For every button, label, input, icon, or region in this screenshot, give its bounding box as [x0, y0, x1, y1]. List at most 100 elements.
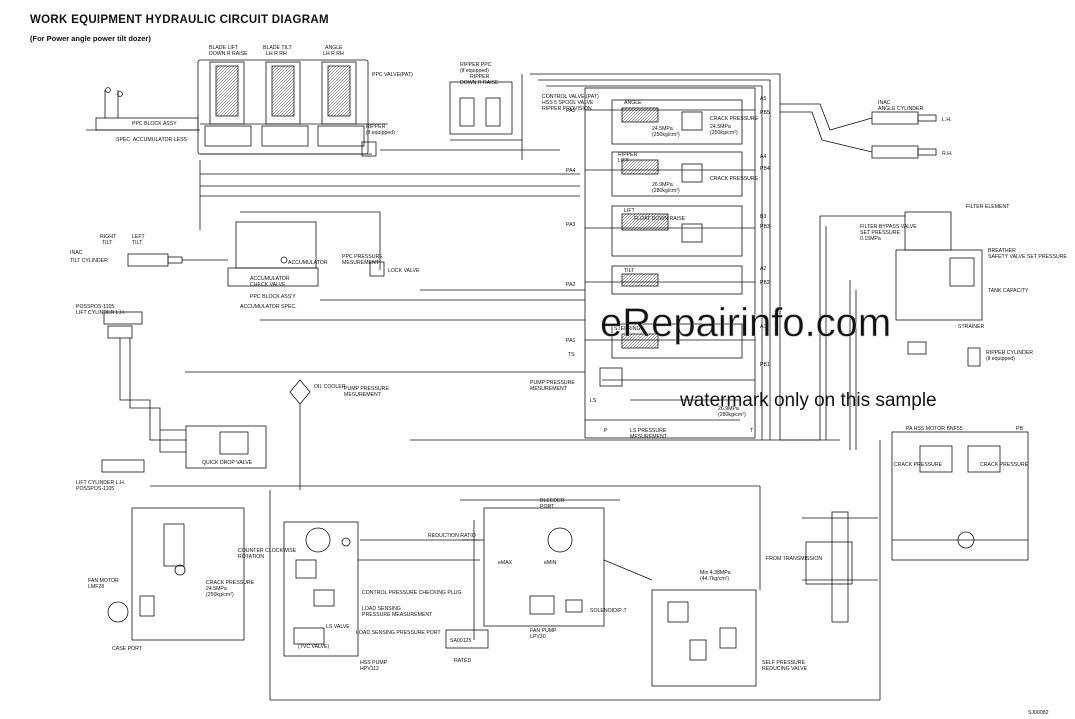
label-fan-motor-sub: LMF28: [88, 584, 104, 590]
label-a5: A5: [760, 96, 766, 102]
label-fan-crack-val-sub: (250kg/cm²): [206, 592, 234, 598]
label-emin: eMIN: [544, 560, 557, 566]
label-left-tilt-sub: TILT: [132, 240, 143, 246]
label-ppc-pressure-sub: MESUREMENT: [342, 260, 380, 266]
label-lh: L.H.: [942, 117, 952, 123]
label-from-transmission: FROM TRANSMISSION: [766, 556, 822, 562]
label-pa5: PA5: [566, 108, 576, 114]
quick-drop-valve: [160, 425, 267, 469]
label-pump-pressure2-sub: MESUREMENT: [530, 386, 568, 392]
label-hss-crack: CRACK PRESSURE: [894, 462, 943, 468]
label-spool-ripper-sub: LIFT: [618, 158, 629, 164]
label-control-valve-sub: HSS 5 SPOOL VALVE: [542, 100, 594, 106]
label-ls-pressure-sub: MESUREMENT: [630, 434, 668, 440]
label-solenoid: SOLENOID/P-T: [590, 608, 627, 614]
label-crack-26: 26.9MPa: [652, 182, 673, 188]
label-hss-crack-2: CRACK PRESSURE: [980, 462, 1029, 468]
label-ls-pressure: LS PRESSURE: [630, 428, 667, 434]
label-ripper-ppc-sub: (if equipped): [460, 68, 489, 74]
label-quick-drop: QUICK DROP VALVE: [202, 460, 253, 466]
label-hss-motor: PA HSS MOTOR BNF55: [906, 426, 963, 432]
label-lift-cyl-lh-sub: POSSPOS-1105: [76, 486, 114, 492]
label-spool-angle: ANGLE: [624, 100, 642, 106]
label-spool-tilt: TILT: [624, 268, 635, 274]
label-crack-26-sub: (280kg/cm²): [652, 188, 680, 194]
sa-rated-box: [445, 629, 489, 649]
label-bleeder-sub: PORT: [540, 504, 555, 510]
label-p: P: [604, 428, 608, 434]
label-ripper: RIPPER: [470, 74, 490, 80]
ripper-valve-symbol: [361, 141, 377, 157]
fan-motor-box: [107, 507, 245, 641]
label-pa4: PA4: [566, 168, 576, 174]
label-pa2: PA2: [566, 282, 576, 288]
hss-motor-block: [891, 431, 1029, 561]
label-accumulator-check: ACCUMULATOR: [250, 276, 290, 282]
label-filter-element: FILTER ELEMENT: [966, 204, 1010, 210]
label-ripper-if: RIPPER: [366, 124, 386, 130]
label-control-pressure-check: CONTROL PRESSURE CHECKING PLUG: [362, 590, 462, 596]
label-crack-24b-sub: (250kg/cm²): [710, 130, 738, 136]
label-right-tilt: RIGHT: [100, 234, 117, 240]
label-ripper-if-sub: (if equipped): [366, 130, 395, 136]
label-ripper-dr: DOWN R RAISE: [460, 80, 499, 86]
oil-cooler: [289, 379, 311, 490]
label-t: T: [750, 428, 754, 434]
label-hss-pump-sub: HPV112: [360, 666, 379, 672]
diagram-subtitle: (For Power angle power tilt dozer): [30, 34, 151, 43]
label-control-valve: CONTROL VALVE (PAT): [542, 94, 599, 100]
label-emax: eMAX: [498, 560, 513, 566]
self-pressure-box: [651, 589, 757, 687]
label-accumulator: ACCUMULATOR: [288, 260, 328, 266]
label-breather: BREATHER: [988, 248, 1016, 254]
label-pb4: PB4: [760, 166, 770, 172]
label-strainer: STRAINER: [958, 324, 984, 330]
ripper-ppc-valve: [449, 74, 523, 160]
label-tvc-valve: (TVC VALVE): [298, 644, 329, 650]
label-accumulator-check-sub: CHECK VALVE: [250, 282, 286, 288]
label-fan-motor: FAN MOTOR: [88, 578, 119, 584]
label-ripper-cyl-sub: (if equipped): [986, 356, 1015, 362]
label-inac-tilt: INAC: [70, 250, 83, 256]
label-fan-crack-val: 24.5MPa: [206, 586, 227, 592]
label-left-tilt: LEFT: [132, 234, 146, 240]
label-spool-lift: LIFT: [624, 208, 635, 214]
label-counter-clockwise: COUNTER CLOCKWISE: [238, 548, 297, 554]
label-pump-pressure2: PUMP PRESSURE: [530, 380, 575, 386]
label-ppc-block: PPC BLOCK ASSY: [132, 121, 177, 127]
hss-pump-box: [283, 521, 359, 657]
label-counter-clockwise-sub: ROTATION: [238, 554, 264, 560]
label-crack-24b: 24.5MPa: [710, 124, 731, 130]
label-spool-steering: STEERING: [614, 326, 641, 332]
label-filter-bypass-val: 0.15MPa: [860, 236, 881, 242]
transmission-symbol: [802, 511, 878, 623]
label-b3: B3: [760, 214, 766, 220]
label-accumulator-spec: ACCUMULATOR SPEC.: [240, 304, 297, 310]
label-min: Min 4.38MPa: [700, 570, 731, 576]
label-load-sensing: LOAD SENSING: [362, 606, 401, 612]
label-tank-capacity: TANK CAPACITY: [988, 288, 1029, 294]
label-spool-ripper: RIPPER: [618, 152, 638, 158]
label-load-sensing-sub: PRESSURE MEASUREMENT: [362, 612, 433, 618]
label-pump-pressure-sub: MESUREMENT: [344, 392, 382, 398]
label-ripper-cyl: RIPPER CYLINDER: [986, 350, 1033, 356]
label-drawing-no: SJ00082: [1028, 710, 1049, 716]
label-control-valve-sub2: RIPPER PROVISION: [542, 106, 592, 112]
label-filter-bypass: FILTER BYPASS VALVE: [860, 224, 917, 230]
label-rh: R.H.: [942, 151, 952, 157]
label-lift-cyl-rh: LIFT CYLINDER L.H.: [76, 310, 125, 316]
label-pb3: PB3: [760, 224, 770, 230]
label-blade-lift: BLADE LIFT: [209, 45, 239, 51]
label-oil-cooler: OIL COOLER: [314, 384, 346, 390]
label-lift-cyl-lh: LIFT CYLINDER L.H.: [76, 480, 125, 486]
diagram-title: WORK EQUIPMENT HYDRAULIC CIRCUIT DIAGRAM: [30, 14, 329, 26]
label-inac-angle: INAC: [878, 100, 891, 106]
tilt-cylinder-ppc-block: [127, 211, 385, 287]
label-blade-tilt-sub: LH R RH: [266, 51, 287, 57]
control-valve-block: [530, 73, 781, 440]
label-load-sensing-plug: LOAD SENSING PRESSURE PORT: [356, 630, 441, 636]
circuit-lines: [150, 149, 881, 701]
label-min-sub: (44.7kg/cm²): [700, 576, 729, 582]
label-ls: LS: [590, 398, 597, 404]
